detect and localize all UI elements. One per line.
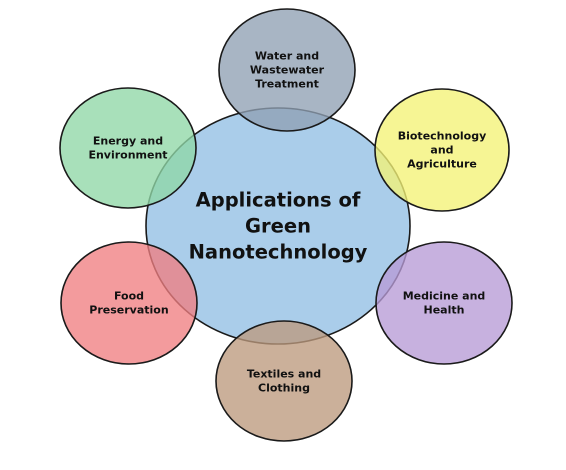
application-circle-medicine (375, 241, 513, 365)
application-label-medicine-line: Health (424, 304, 465, 317)
application-circle-energy (59, 87, 197, 209)
application-label-water-line: Treatment (255, 78, 319, 91)
center-title-line: Green (245, 215, 311, 238)
application-label-food-line: Food (114, 290, 144, 303)
application-label-biotech-line: and (430, 144, 453, 157)
application-circle-biotech (374, 88, 510, 212)
application-label-biotech-line: Agriculture (407, 158, 477, 171)
application-label-food-line: Preservation (89, 304, 168, 317)
center-title-line: Nanotechnology (189, 241, 368, 264)
application-label-energy-line: Energy and (93, 135, 163, 148)
application-label-biotech-line: Biotechnology (398, 130, 487, 143)
application-circle-water (218, 8, 356, 132)
application-label-textiles-line: Clothing (258, 382, 310, 395)
center-title-line: Applications of (196, 189, 361, 212)
application-label-textiles-line: Textiles and (247, 368, 321, 381)
application-label-medicine-line: Medicine and (403, 290, 486, 303)
application-circle-textiles (215, 320, 353, 442)
application-label-energy-line: Environment (88, 149, 167, 162)
application-label-water-line: Wastewater (250, 64, 325, 77)
application-circle-food (60, 241, 198, 365)
circles-layer (59, 8, 513, 442)
application-label-water-line: Water and (255, 50, 319, 63)
